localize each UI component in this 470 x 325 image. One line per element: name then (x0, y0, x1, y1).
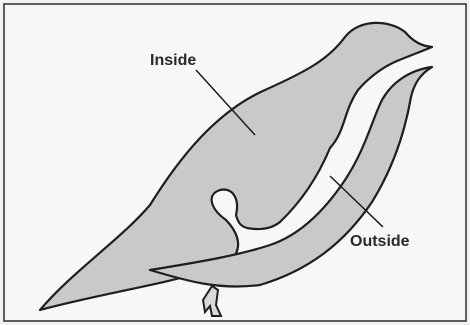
outside-label: Outside (350, 233, 410, 250)
inside-label: Inside (150, 52, 196, 69)
